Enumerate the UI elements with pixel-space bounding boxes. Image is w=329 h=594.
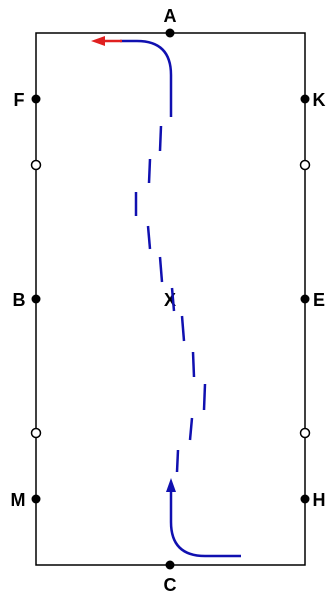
marker-a-dot [165,28,175,38]
letter-f: F [14,90,25,110]
marker-f-dot [31,94,41,104]
open-marker-left-lower [30,427,42,439]
dash-segment [202,383,207,411]
dash-segment [188,417,194,441]
dashed-path [134,125,207,473]
marker-h-dot [300,494,310,504]
letter-k: K [313,90,326,110]
marker-e-dot [300,294,310,304]
end-arrow-icon [91,36,105,46]
letter-a: A [164,6,177,26]
letter-c: C [164,575,177,594]
marker-c-dot [165,560,175,570]
dash-segment [175,449,180,473]
dash-segment [180,315,186,342]
marker-k-dot [300,94,310,104]
letter-e: E [313,290,325,310]
dash-segment [147,158,152,184]
marker-m-dot [31,494,41,504]
open-marker-left-upper [30,159,42,171]
start-curve [169,492,241,558]
letter-h: H [313,490,326,510]
letter-m: M [11,490,26,510]
marker-b-dot [31,294,41,304]
dash-segment [158,256,164,283]
dash-segment [158,125,163,152]
open-marker-right-lower [299,427,311,439]
open-marker-right-upper [299,159,311,171]
dash-segment [170,287,176,312]
dash-segment [191,351,196,378]
dash-segment [146,225,152,250]
end-curve [120,39,173,117]
start-arrow-icon [166,478,176,492]
letter-b: B [13,290,26,310]
